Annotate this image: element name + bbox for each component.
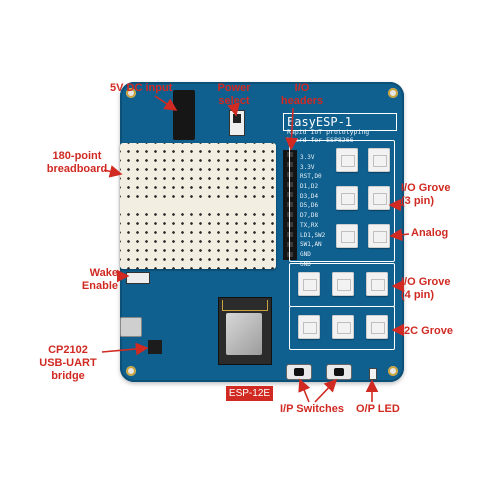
cp2102-chip [148,340,162,354]
grove-connector [336,224,358,248]
label-output-led: O/P LED [356,403,400,415]
pin-label: SW1,AN [300,241,322,249]
pin-label: TX,RX [300,221,319,229]
pin-label: LD1,SW2 [300,231,326,239]
grove-connector [298,315,320,339]
grove-connector [336,148,358,172]
board-title: EasyESP-1 [283,113,397,131]
pin-label: RST,D0 [300,173,322,181]
grove-connector [366,315,388,339]
pin-label: 3.3V [300,154,315,161]
grove-connector [366,272,388,296]
grove-connector [298,272,320,296]
grove-connector [336,186,358,210]
label-power-select: Power select [217,82,251,107]
breadboard [120,143,276,269]
wake-enable-switch [126,272,150,284]
mounting-hole [126,88,136,98]
pin-label: D1,D2 [300,183,319,191]
mounting-hole [126,366,136,376]
label-input-switches: I/P Switches [280,403,344,415]
mounting-hole [388,88,398,98]
label-io-grove-4pin: I/O Grove (4 pin) [401,276,451,301]
input-switch-1 [286,364,312,380]
antenna-trace [222,300,268,311]
pin-label: GND [300,260,311,268]
label-breadboard: 180-point breadboard [46,150,108,175]
dc-jack [173,90,195,140]
pin-label: D7,D8 [300,212,319,220]
label-wake-enable: Wake Enable [81,267,118,292]
label-5v-dc-input: 5V DC input [110,82,173,94]
arrow-input-switch-1 [298,378,311,403]
pin-label: 3.3V [300,163,315,171]
label-i2c-grove: I2C Grove [401,325,453,337]
mounting-hole [388,366,398,376]
label-io-headers: I/O headers [280,82,324,107]
output-led [369,368,377,380]
grove-connector [332,272,354,296]
grove-connector [368,186,390,210]
grove-connector [332,315,354,339]
label-esp-12e: ESP-12E [226,386,273,401]
usb-port [120,317,142,337]
label-analog: Analog [411,227,449,239]
grove-connector-analog [368,224,390,248]
label-usb-uart-bridge: CP2102 USB-UART bridge [39,344,97,382]
pin-label: D5,D6 [300,202,319,210]
grove-connector [368,148,390,172]
input-switch-2 [326,364,352,380]
power-select-switch [229,110,245,136]
pin-label: GND [300,250,311,258]
label-io-grove-3pin: I/O Grove (3 pin) [401,182,451,207]
arrow-input-switch-2 [314,378,338,403]
rf-shield-can [226,313,262,355]
pin-label: D3,D4 [300,192,319,200]
io-header-strip [283,150,297,260]
